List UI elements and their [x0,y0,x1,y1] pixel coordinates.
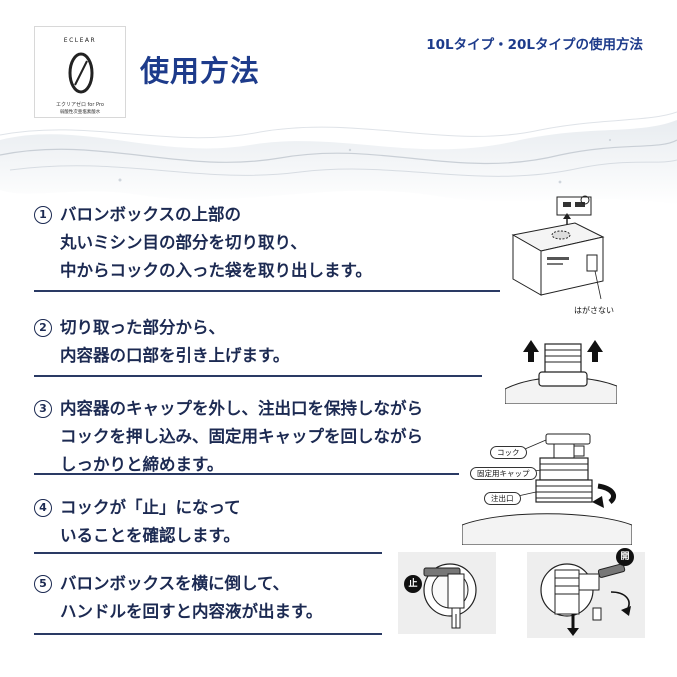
fixing-cap-callout: 固定用キャップ [470,467,537,480]
logo-brand: ECLEAR [63,37,97,44]
brand-logo: ECLEAR エクリアゼロ for Pro 弱酸性次亜塩素酸水 [34,26,126,118]
open-position-illustration [527,552,645,638]
step-3-line-1: 3 内容器のキャップを外し、注出口を保持しながら [34,395,423,423]
step-2-number: 2 [34,319,52,337]
step-5-text-1: バロンボックスを横に倒して、 [60,574,290,593]
step-5-number: 5 [34,575,52,593]
step-5-divider [34,633,382,635]
step-3-divider [34,473,459,475]
step-2-divider [34,375,482,377]
box-illustration [511,195,605,300]
open-badge: 開 [616,548,634,566]
cock-assembly-illustration [462,433,632,545]
step-1-line-1: 1 バロンボックスの上部の [34,201,372,229]
step-2-text-1: 切り取った部分から、 [60,318,225,337]
step-4-number: 4 [34,499,52,517]
water-wave-decoration [0,111,677,205]
step-2: 2 切り取った部分から、 内容器の口部を引き上げます。 [34,314,289,370]
stop-badge: 止 [404,575,422,593]
step-1: 1 バロンボックスの上部の 丸いミシン目の部分を切り取り、 中からコックの入った袋… [34,201,372,285]
step-2-line-2: 内容器の口部を引き上げます。 [60,346,290,365]
step-1-text-1: バロンボックスの上部の [60,205,242,224]
cock-callout: コック [490,446,527,459]
spout-callout: 注出口 [484,492,521,505]
stop-position-illustration [398,552,496,634]
logo-product-name: エクリアゼロ for Pro [56,102,104,108]
step-5-line-1: 5 バロンボックスを横に倒して、 [34,570,322,598]
step-4-divider [34,552,382,554]
logo-description: 弱酸性次亜塩素酸水 [59,110,101,115]
step-3-line-2: コックを押し込み、固定用キャップを回しながら [60,427,423,446]
step-3-number: 3 [34,400,52,418]
step-3-line-3: しっかりと締めます。 [60,455,224,474]
step-1-line-2: 丸いミシン目の部分を切り取り、 [60,233,307,252]
step-1-line-3: 中からコックの入った袋を取り出します。 [60,261,372,280]
page-title: 使用方法 [140,54,261,88]
step-1-divider [34,290,500,292]
step-4-line-1: 4 コックが「止」になって [34,494,241,522]
step-4-line-2: いることを確認します。 [60,526,240,545]
step-5-line-2: ハンドルを回すと内容液が出ます。 [60,602,323,621]
zero-logo-icon [68,52,94,94]
step-1-number: 1 [34,206,52,224]
step-3-text-1: 内容器のキャップを外し、注出口を保持しながら [60,399,423,418]
page-subtitle: 10Lタイプ・20Lタイプの使用方法 [426,37,643,53]
step-4-text-1: コックが「止」になって [60,498,241,517]
step-4: 4 コックが「止」になって いることを確認します。 [34,494,241,550]
pull-up-illustration [505,340,617,404]
box-note-label: はがさない [574,306,614,315]
step-2-line-1: 2 切り取った部分から、 [34,314,289,342]
step-5: 5 バロンボックスを横に倒して、 ハンドルを回すと内容液が出ます。 [34,570,322,626]
step-3: 3 内容器のキャップを外し、注出口を保持しながら コックを押し込み、固定用キャップ… [34,395,423,479]
